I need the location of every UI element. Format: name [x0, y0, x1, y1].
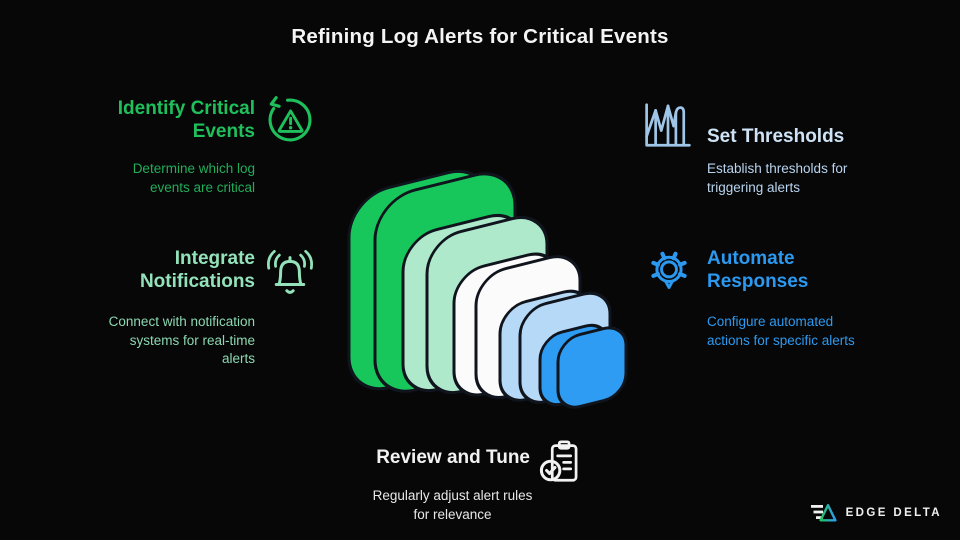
stack-layer-5-face — [556, 326, 628, 409]
notifications-desc: Connect with notification systems for re… — [108, 314, 255, 366]
threshold-chart-icon — [645, 103, 691, 147]
review-title: Review and Tune — [376, 447, 530, 468]
automate-desc: Configure automated actions for specific… — [707, 314, 855, 348]
automate-title: Automate Responses — [707, 248, 809, 292]
refresh-warning-icon — [268, 96, 312, 142]
bell-icon — [267, 250, 313, 294]
notifications-title: Integrate Notifications — [139, 248, 255, 292]
clipboard-check-icon — [539, 440, 578, 482]
review-desc: Regularly adjust alert rules for relevan… — [372, 488, 533, 522]
gear-bulb-icon — [651, 251, 687, 289]
brand-logo: EDGE DELTA — [810, 502, 942, 524]
thresholds-desc: Establish thresholds for triggering aler… — [707, 161, 848, 195]
identify-desc: Determine which log events are critical — [132, 161, 255, 195]
stack-layer-5 — [538, 323, 628, 409]
brand-logo-text: EDGE DELTA — [845, 507, 942, 519]
thresholds-title: Set Thresholds — [707, 126, 845, 147]
edge-delta-logo-icon — [810, 504, 837, 522]
identify-title: Identify Critical Events — [117, 98, 255, 142]
layered-stack-graphic — [347, 169, 628, 409]
page-title: Refining Log Alerts for Critical Events — [291, 25, 669, 48]
